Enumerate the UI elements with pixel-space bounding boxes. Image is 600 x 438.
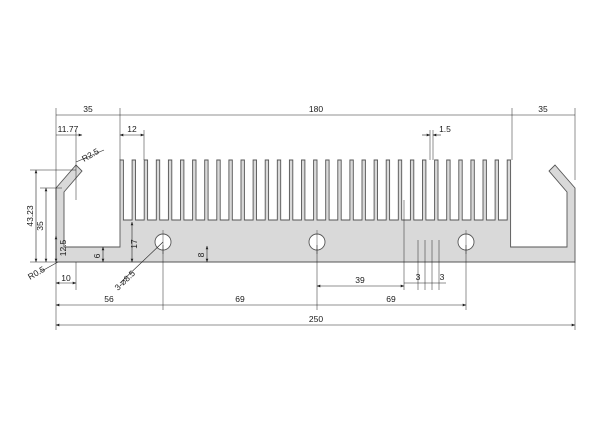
dim-hole-spacing-a: 69 — [235, 294, 245, 304]
dim-wall-height: 35 — [35, 221, 45, 231]
dim-fin-root: 17 — [129, 239, 139, 249]
dim-foot-height: 12.5 — [58, 239, 68, 256]
dim-radius-top: R2.5 — [80, 146, 101, 164]
dim-left-base: 35 — [83, 104, 93, 114]
dimension-lines — [30, 108, 576, 330]
dim-hole-spacing-b: 69 — [386, 294, 396, 304]
dim-radius-foot: R0.5 — [26, 264, 47, 282]
dim-top-span: 180 — [309, 104, 323, 114]
dim-right-base: 35 — [538, 104, 548, 114]
dim-fin-pitch: 12 — [127, 124, 137, 134]
profile-outline — [55, 159, 576, 263]
dimension-labels: 35 180 35 11.77 12 1.5 R2.5 43.23 35 12.… — [25, 104, 548, 324]
dim-wall-height-total: 43.23 — [25, 205, 35, 227]
dim-base-thickness: 6 — [92, 253, 102, 258]
dim-slot-b: 3 — [440, 272, 445, 282]
dim-holes: 3-⌀8.5 — [112, 268, 137, 292]
dim-hole1-offset: 56 — [104, 294, 114, 304]
dim-fin-thickness: 1.5 — [439, 124, 451, 134]
dim-gap-39: 39 — [355, 275, 365, 285]
dim-foot-width: 10 — [61, 273, 71, 283]
dim-wall-thickness: 11.77 — [58, 124, 79, 134]
dim-overall-width: 250 — [309, 314, 323, 324]
dim-slot-a: 3 — [416, 272, 421, 282]
dim-base-height: 8 — [196, 252, 206, 257]
